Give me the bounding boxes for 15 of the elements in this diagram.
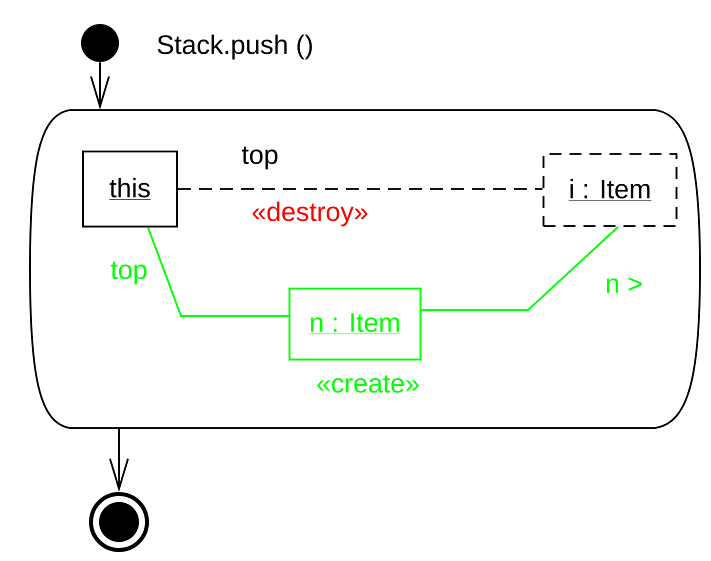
object-box: this bbox=[82, 150, 178, 228]
edge-label: top bbox=[110, 262, 146, 284]
edge-label: Stack.push () bbox=[158, 34, 312, 60]
object-box: i : Item bbox=[542, 153, 678, 227]
action-state bbox=[29, 109, 701, 429]
initial-state bbox=[81, 24, 119, 62]
stereotype-label: «create» bbox=[317, 375, 419, 393]
final-state bbox=[89, 492, 149, 552]
object-box: n : Item bbox=[288, 288, 422, 360]
link-line bbox=[147, 227, 289, 317]
link-line bbox=[421, 226, 619, 311]
edge-label: top bbox=[242, 146, 278, 170]
link-line bbox=[178, 188, 543, 190]
stereotype-label: «destroy» bbox=[252, 202, 368, 226]
edge-label: n > bbox=[606, 277, 642, 293]
